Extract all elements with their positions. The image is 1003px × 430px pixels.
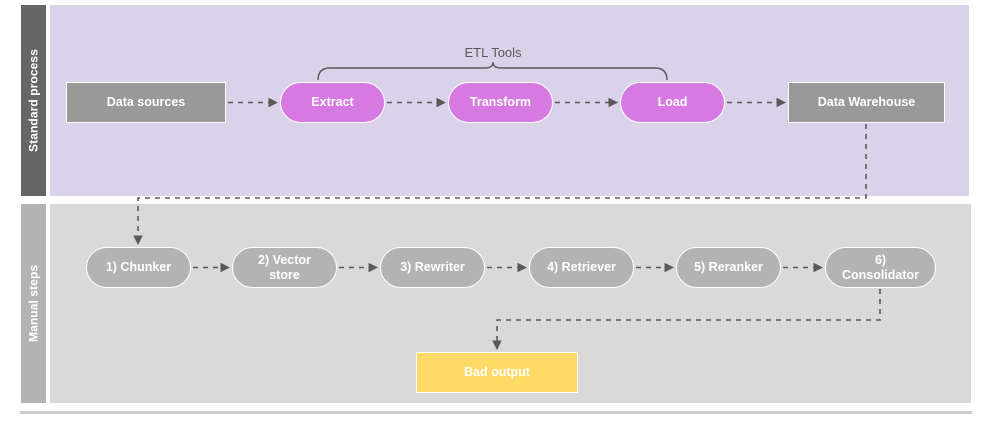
node-vector-store-label-line2: store bbox=[269, 267, 300, 282]
node-vector-store-label: 2) Vector store bbox=[258, 253, 311, 282]
node-consolidator-label-line2: Consolidator bbox=[841, 267, 920, 282]
node-transform-label: Transform bbox=[469, 95, 532, 110]
node-data-sources-label: Data sources bbox=[106, 95, 186, 110]
node-data-warehouse[interactable]: Data Warehouse bbox=[788, 82, 945, 123]
node-load-label: Load bbox=[657, 95, 688, 110]
node-load[interactable]: Load bbox=[620, 82, 725, 123]
bottom-divider-rule bbox=[20, 411, 972, 414]
node-consolidator-label-line1: 6) bbox=[874, 253, 887, 268]
lane-label-manual-steps: Manual steps bbox=[20, 203, 47, 404]
node-reranker[interactable]: 5) Reranker bbox=[676, 247, 781, 288]
node-bad-output-label: Bad output bbox=[464, 365, 530, 380]
node-retriever-label: 4) Retriever bbox=[547, 260, 616, 275]
node-rewriter[interactable]: 3) Rewriter bbox=[380, 247, 485, 288]
node-retriever[interactable]: 4) Retriever bbox=[529, 247, 634, 288]
node-bad-output[interactable]: Bad output bbox=[416, 352, 578, 393]
node-chunker-label: 1) Chunker bbox=[105, 260, 172, 275]
node-vector-store[interactable]: 2) Vector store bbox=[232, 247, 337, 288]
node-consolidator[interactable]: 6) Consolidator bbox=[825, 247, 936, 288]
etl-tools-label: ETL Tools bbox=[464, 45, 522, 60]
node-chunker[interactable]: 1) Chunker bbox=[86, 247, 191, 288]
node-vector-store-label-line1: 2) Vector bbox=[258, 253, 311, 268]
node-extract-label: Extract bbox=[311, 95, 354, 110]
node-data-sources[interactable]: Data sources bbox=[66, 82, 226, 123]
node-rewriter-label: 3) Rewriter bbox=[400, 260, 465, 275]
node-reranker-label: 5) Reranker bbox=[694, 260, 763, 275]
node-consolidator-label: 6) Consolidator bbox=[842, 253, 919, 282]
node-extract[interactable]: Extract bbox=[280, 82, 385, 123]
lane-label-standard-process: Standard process bbox=[20, 4, 47, 197]
node-transform[interactable]: Transform bbox=[448, 82, 553, 123]
node-data-warehouse-label: Data Warehouse bbox=[817, 95, 916, 110]
